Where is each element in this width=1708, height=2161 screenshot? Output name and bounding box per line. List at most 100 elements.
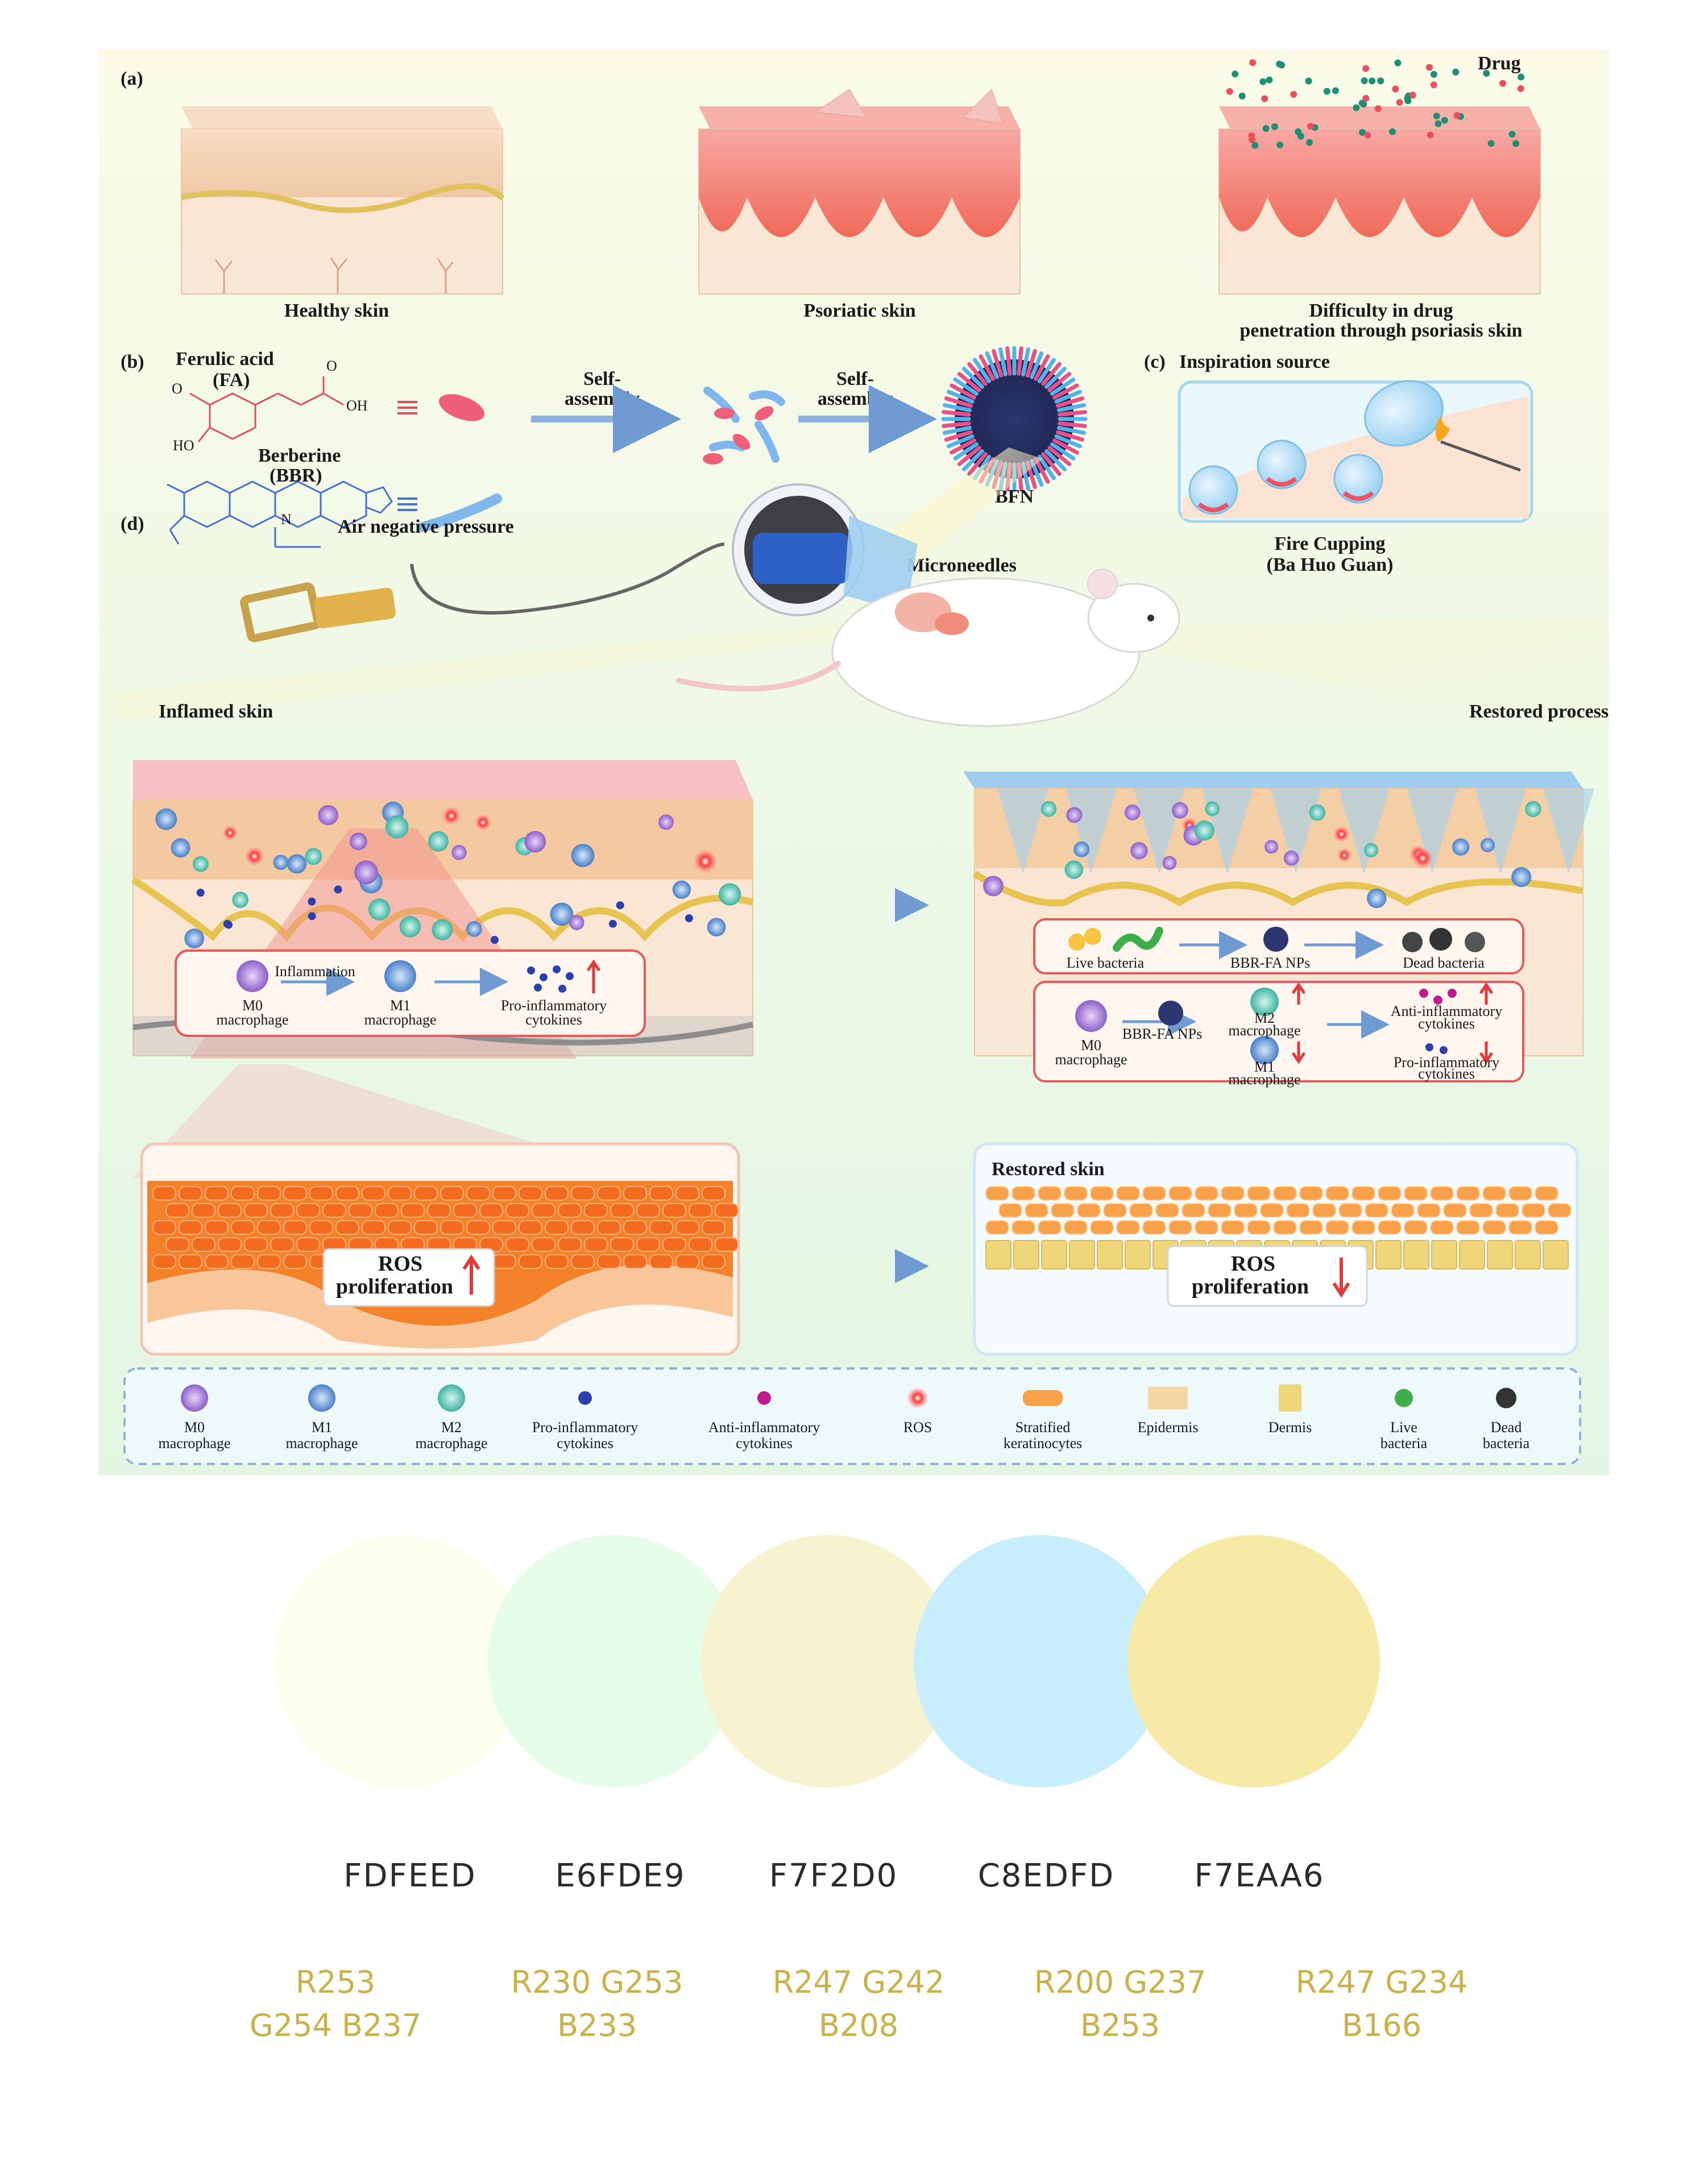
legend-icon [1279, 1384, 1301, 1412]
m0-cell [569, 915, 584, 930]
keratinocyte-cell [1299, 1220, 1323, 1235]
keratinocyte-cell [1038, 1186, 1062, 1201]
m2-cell [1205, 801, 1220, 816]
bfn-spike [942, 403, 972, 412]
keratinocyte-cell [205, 1254, 229, 1269]
keratinocyte-cell [1404, 1186, 1428, 1201]
keratinocyte-cell [1221, 1186, 1245, 1201]
inspiration-source-label: Inspiration source [1179, 351, 1330, 372]
m2-cell [428, 831, 449, 852]
drug-particle [1332, 87, 1339, 94]
keratinocyte-cell [571, 1254, 595, 1269]
palette-hex-3: F7F2D0 [769, 1857, 898, 1894]
keratinocyte-cell [1456, 1186, 1480, 1201]
palette-swatch-1 [275, 1535, 528, 1787]
legend-label-line1: Stratified [1015, 1419, 1071, 1436]
legend-icon [1148, 1387, 1188, 1409]
inflamed-m1-label-2: macrophage [364, 1011, 436, 1028]
drug-particle [1508, 131, 1516, 138]
drug-particle [1259, 78, 1267, 85]
legend-icon [907, 1388, 928, 1408]
bfn-spike [944, 396, 973, 408]
drug-particle [1358, 99, 1366, 107]
palette-hex-4: C8EDFD [977, 1857, 1115, 1894]
restored-anti-label-2: cytokines [1418, 1015, 1475, 1032]
bbr-n-atom: N [281, 511, 292, 528]
microneedle [1270, 789, 1321, 874]
keratinocyte-cell [1142, 1220, 1166, 1235]
microneedle [1475, 789, 1526, 874]
legend-label-line1: M2 [441, 1419, 462, 1436]
keratinocyte-cell [466, 1220, 490, 1235]
ros-particle [1337, 848, 1352, 862]
legend-label-line2: cytokines [736, 1435, 793, 1451]
legend-icon [308, 1384, 335, 1412]
bfn-spike [1050, 378, 1076, 396]
keratinocyte-cell [152, 1254, 176, 1269]
pro-inflammatory-dot [223, 919, 231, 928]
keratinocyte-cell [1168, 1186, 1192, 1201]
keratinocyte-cell [257, 1220, 281, 1235]
healthy-skin-illustration [181, 106, 505, 295]
self-assembly-2-line1: Self- [836, 368, 874, 389]
keratinocyte-cell [218, 1237, 242, 1252]
keratinocyte-cell [558, 1237, 582, 1252]
keratinocyte-cell [152, 1186, 176, 1201]
legend-label-line2: macrophage [285, 1435, 358, 1451]
psoriatic-skin-label: Psoriatic skin [803, 300, 915, 321]
keratinocyte-cell [492, 1186, 516, 1201]
bfn-spike [957, 372, 981, 392]
keratinocyte-cell [1325, 1186, 1349, 1201]
drug-particle [1251, 142, 1259, 149]
m2-cell [1525, 800, 1541, 818]
microneedles-label: Microneedles [906, 555, 1017, 576]
keratinocyte-cell [296, 1237, 320, 1252]
palette-rgb-5-line1: R247 G234 [1295, 1964, 1468, 2000]
keratinocyte-cell [675, 1186, 699, 1201]
keratinocyte-cell [309, 1220, 333, 1235]
drug-particle [1453, 112, 1461, 119]
inflamed-pro-label-2: cytokines [525, 1011, 582, 1028]
drug-particle [1295, 128, 1302, 135]
keratinocyte-cell [192, 1237, 215, 1252]
drug-particle [1369, 77, 1376, 85]
bfn-spike [1021, 347, 1030, 377]
keratinocyte-cell [244, 1237, 268, 1252]
keratinocyte-cell [532, 1237, 555, 1252]
light-beam-right [906, 618, 1606, 732]
ferulic-acid-label: Ferulic acid [176, 349, 274, 370]
keratinocyte-cell [1090, 1220, 1114, 1235]
m1-cell [171, 838, 190, 858]
keratinocyte-cell [152, 1220, 176, 1235]
drug-particle [1426, 64, 1433, 71]
drug-particle [1392, 85, 1399, 93]
keratinocyte-cell [440, 1220, 464, 1235]
drug-particle [1361, 77, 1368, 84]
bfn-spike [1005, 346, 1012, 376]
keratinocyte-cell [715, 1203, 739, 1218]
m2-cell [368, 898, 391, 920]
epidermis-cell [1403, 1240, 1429, 1270]
keratinocyte-cell [545, 1254, 569, 1269]
bfn-spike [962, 449, 984, 471]
drug-particle [1358, 128, 1366, 136]
keratinocyte-cell [1051, 1203, 1075, 1218]
bfn-spike [1056, 430, 1085, 442]
bfn-spike [998, 347, 1008, 377]
legend-label-line1: Pro-inflammatory [532, 1419, 638, 1436]
keratinocyte-cell [623, 1220, 647, 1235]
keratinocyte-cell [165, 1203, 189, 1218]
keratinocyte-cell [571, 1220, 595, 1235]
drug-particle [1389, 128, 1396, 135]
keratinocyte-cell [610, 1203, 634, 1218]
m2-cell [305, 848, 322, 865]
drug-particle [1271, 123, 1278, 130]
keratinocyte-cell [1378, 1220, 1402, 1235]
legend-label-line1: M0 [184, 1419, 205, 1436]
keratinocyte-cell [414, 1220, 438, 1235]
keratinocyte-cell [636, 1203, 660, 1218]
restored-m2-label-2: macrophage [1228, 1022, 1300, 1039]
keratinocyte-cell [649, 1186, 673, 1201]
keratinocyte-cell [597, 1220, 621, 1235]
panel-a-tag: (a) [121, 68, 143, 89]
